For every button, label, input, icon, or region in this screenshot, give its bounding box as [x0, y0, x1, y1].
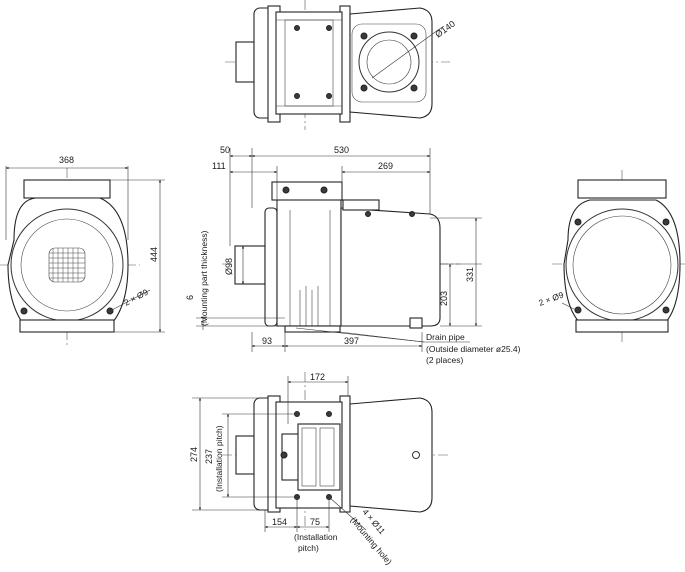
dim-172: 172: [310, 372, 325, 382]
installation-pitch-h-line1: (Installation: [294, 532, 338, 542]
dim-50: 50: [220, 145, 230, 155]
dim-111: 111: [212, 161, 226, 171]
dim-75: 75: [310, 517, 320, 527]
drain-pipe-diameter: (Outside diameter ø25.4): [426, 344, 521, 354]
dim-368: 368: [59, 155, 74, 165]
installation-pitch-vertical: (Installation pitch): [214, 425, 224, 492]
dim-holes-2x9-rear: 2 × Ø9: [537, 290, 565, 308]
front-view: 368 444 2 × Ø9: [0, 155, 165, 345]
dim-154: 154: [272, 517, 287, 527]
mounting-thickness-label: (Mounting part thickness): [199, 230, 209, 326]
dim-93: 93: [262, 336, 272, 346]
dim-203: 203: [439, 291, 449, 306]
dim-dia-140: Ø140: [433, 19, 457, 40]
dim-397: 397: [344, 336, 359, 346]
dim-237: 237: [204, 449, 214, 464]
dim-6: 6: [185, 295, 195, 300]
dim-269: 269: [378, 161, 393, 171]
dim-331: 331: [465, 267, 475, 282]
drain-pipe-places: (2 places): [426, 355, 463, 365]
bottom-view: 172 274 237 (Installation pitch) 154 75 …: [189, 372, 450, 567]
dim-530: 530: [334, 145, 349, 155]
installation-pitch-h-line2: pitch): [298, 543, 319, 553]
side-view: 50 530 111 269 Ø98 6 (Mounting part thic…: [185, 145, 521, 365]
dim-274: 274: [189, 447, 199, 462]
rear-view: 2 × Ø9: [537, 170, 685, 345]
top-view: Ø140: [225, 0, 457, 130]
dim-444: 444: [149, 247, 159, 262]
drain-pipe-label: Drain pipe: [426, 332, 465, 342]
dim-dia-98: Ø98: [224, 258, 234, 275]
